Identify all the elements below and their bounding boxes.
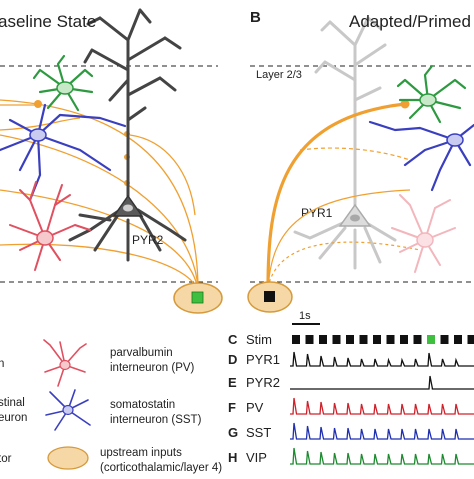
stim-pulse bbox=[468, 335, 474, 344]
trace-sst bbox=[290, 423, 474, 439]
pv-soma-b bbox=[417, 233, 433, 247]
trace-pyr1 bbox=[290, 352, 474, 366]
sst-legend-soma bbox=[63, 406, 73, 415]
upstream-axon-b bbox=[268, 190, 410, 288]
trace-name-pv: PV bbox=[246, 401, 263, 414]
pyr2-neuron bbox=[70, 10, 185, 260]
stim-pulse bbox=[333, 335, 341, 344]
pv-legend-soma bbox=[60, 361, 70, 370]
stim-pulse bbox=[319, 335, 327, 344]
traces bbox=[290, 324, 474, 464]
sst-soma bbox=[30, 129, 46, 141]
panel-b: PYR1 bbox=[248, 18, 474, 312]
trace-name-sst: SST bbox=[246, 426, 271, 439]
legend-left-3: euron bbox=[0, 411, 27, 425]
layer-label: Layer 2/3 bbox=[256, 70, 302, 81]
stim-pulse bbox=[441, 335, 449, 344]
upstream-axon-b2 bbox=[268, 242, 420, 288]
trace-name-pyr2: PYR2 bbox=[246, 376, 280, 389]
stim-pulse bbox=[373, 335, 381, 344]
trace-letter-d: D bbox=[228, 353, 237, 366]
trace-lines bbox=[290, 352, 474, 464]
legend-left-1: n bbox=[0, 357, 4, 371]
upstream-legend-line1: upstream inputs bbox=[100, 446, 182, 460]
trace-name-pyr1: PYR1 bbox=[246, 353, 280, 366]
trace-pyr2 bbox=[290, 376, 474, 389]
stim-row bbox=[292, 335, 474, 344]
sst-legend-line1: somatostatin bbox=[110, 398, 175, 412]
panel-b-title: Adapted/Primed S bbox=[349, 13, 474, 30]
strengthened-axon bbox=[268, 104, 405, 288]
stim-pulse bbox=[414, 335, 422, 344]
trace-letter-c: C bbox=[228, 333, 237, 346]
trace-letter-f: F bbox=[228, 401, 236, 414]
panel-a: PYR2 bbox=[0, 10, 222, 313]
sst-legend-line2: interneuron (SST) bbox=[110, 413, 201, 427]
vip-soma bbox=[57, 82, 73, 94]
stim-green-square bbox=[192, 292, 203, 303]
panel-a-title: aseline State bbox=[0, 13, 96, 30]
upstream-axons bbox=[0, 100, 198, 290]
stim-pulse bbox=[400, 335, 408, 344]
stim-pulse bbox=[292, 335, 300, 344]
upstream-legend-line2: (corticothalamic/layer 4) bbox=[100, 461, 222, 475]
vip-soma-b bbox=[420, 94, 436, 106]
pv-legend-line1: parvalbumin bbox=[110, 346, 173, 360]
stim-pulse bbox=[387, 335, 395, 344]
trace-letter-g: G bbox=[228, 426, 238, 439]
pyr2-nucleus bbox=[123, 205, 133, 212]
stim-pulse bbox=[346, 335, 354, 344]
sst-neuron-b bbox=[370, 122, 474, 190]
stim-black-square bbox=[264, 291, 275, 302]
stim-pulse bbox=[427, 335, 435, 344]
legend bbox=[44, 340, 90, 469]
trace-letter-e: E bbox=[228, 376, 237, 389]
pv-legend-line2: interneuron (PV) bbox=[110, 361, 194, 375]
stim-pulse bbox=[454, 335, 462, 344]
trace-vip bbox=[290, 448, 474, 464]
pv-neuron bbox=[10, 182, 90, 270]
synapse-dot bbox=[34, 100, 42, 108]
pyr2-label: PYR2 bbox=[132, 233, 164, 247]
panel-b-letter: B bbox=[250, 10, 261, 25]
legend-left-2: stinal bbox=[0, 396, 25, 410]
stim-pulse bbox=[360, 335, 368, 344]
trace-pv bbox=[290, 398, 474, 414]
stim-pulse bbox=[306, 335, 314, 344]
sst-soma-b bbox=[447, 134, 463, 146]
scale-label: 1s bbox=[299, 311, 311, 322]
pyr1-nucleus bbox=[350, 215, 360, 222]
trace-name-vip: VIP bbox=[246, 451, 267, 464]
legend-left-4: tor bbox=[0, 452, 11, 466]
trace-name-stim: Stim bbox=[246, 333, 272, 346]
pv-soma bbox=[37, 231, 53, 245]
upstream-legend-icon bbox=[48, 447, 88, 469]
trace-letter-h: H bbox=[228, 451, 237, 464]
